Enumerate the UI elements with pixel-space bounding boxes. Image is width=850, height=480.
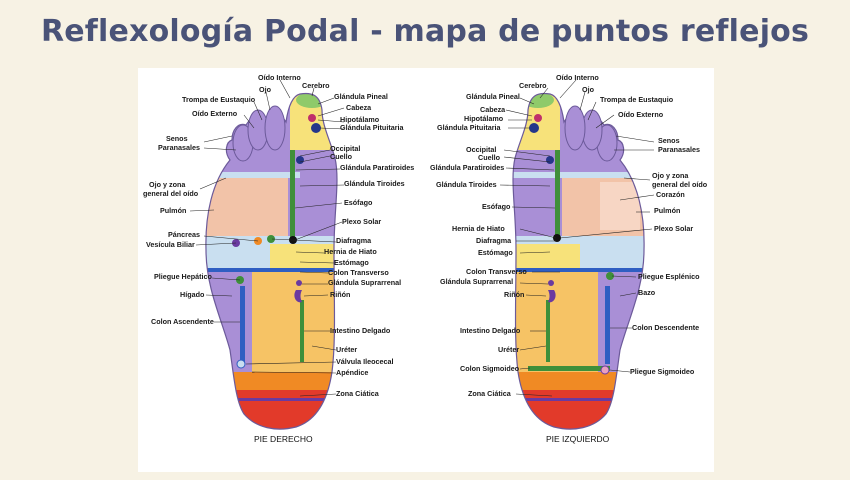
label-oido-interno-left: Oído Interno (556, 73, 599, 82)
label-tiroides-left: Glándula Tiroides (436, 180, 497, 189)
label-esofago-left: Esófago (482, 202, 511, 211)
label-colon-transverso: Colon Transverso (328, 268, 389, 277)
label-rinon: Riñón (330, 290, 350, 299)
label-paratiroides-left: Glándula Paratiroides (430, 163, 504, 172)
caption-pie-derecho: PIE DERECHO (254, 434, 313, 444)
label-diafragma-left: Diafragma (476, 236, 512, 245)
label-bazo: Bazo (638, 288, 656, 297)
label-zona-ciatica: Zona Ciática (336, 389, 380, 398)
label-rinon-left: Riñón (504, 290, 524, 299)
label-trompa-eustaquio: Trompa de Eustaquio (182, 95, 256, 104)
label-diafragma: Diafragma (336, 236, 372, 245)
label-valvula-ileocecal: Válvula Ileocecal (336, 357, 394, 366)
label-general-oido-left: general del oído (652, 180, 708, 189)
label-pliegue-sigmoideo: Pliegue Sigmoideo (630, 367, 695, 376)
label-senos: Senos (166, 134, 188, 143)
label-suprarrenal-left: Glándula Suprarrenal (440, 277, 513, 286)
label-ureter: Uréter (336, 345, 357, 354)
label-hernia-hiato: Hernia de Hiato (324, 247, 377, 256)
label-cuello: Cuello (330, 152, 353, 161)
label-occipital-left: Occipital (466, 145, 496, 154)
label-occipital: Occipital (330, 144, 360, 153)
label-senos-left: Senos (658, 136, 680, 145)
label-glandula-tiroides: Glándula Tiroides (344, 179, 405, 188)
label-ojo-left: Ojo (582, 85, 595, 94)
label-cerebro: Cerebro (302, 81, 330, 90)
label-apendice: Apéndice (336, 368, 368, 377)
label-ureter-left: Uréter (498, 345, 519, 354)
right-foot-labels: Oído Interno Cerebro Ojo Glándula Pineal… (143, 73, 414, 444)
label-glandula-pineal-left: Glándula Pineal (466, 92, 520, 101)
label-cuello-left: Cuello (478, 153, 501, 162)
label-glandula-paratiroides: Glándula Paratiroides (340, 163, 414, 172)
label-hernia-left: Hernia de Hiato (452, 224, 505, 233)
label-hipotalamo-left: Hipotálamo (464, 114, 504, 123)
label-glandula-pituitaria: Glándula Pituitaria (340, 123, 405, 132)
right-foot (205, 92, 338, 430)
label-ojo-zona: Ojo y zona (149, 180, 186, 189)
label-estomago: Estómago (334, 258, 369, 267)
label-oido-interno: Oído Interno (258, 73, 301, 82)
label-estomago-left: Estómago (478, 248, 513, 257)
page-title: Reflexología Podal - mapa de puntos refl… (40, 14, 810, 49)
label-colon-transverso-left: Colon Transverso (466, 267, 527, 276)
label-pancreas: Páncreas (168, 230, 200, 239)
label-oido-externo-left: Oído Externo (618, 110, 664, 119)
left-foot-labels: Cerebro Oído Interno Ojo Glándula Pineal… (430, 73, 708, 444)
label-esofago: Esófago (344, 198, 373, 207)
label-trompa-left: Trompa de Eustaquio (600, 95, 674, 104)
label-ojo-zona-left: Ojo y zona (652, 171, 689, 180)
label-higado: Hígado (180, 290, 205, 299)
left-foot (512, 92, 645, 430)
label-cabeza-left: Cabeza (480, 105, 506, 114)
label-plexo-solar: Plexo Solar (342, 217, 381, 226)
label-colon-sigmoideo: Colon Sigmoideo (460, 364, 520, 373)
label-glandula-pineal: Glándula Pineal (334, 92, 388, 101)
label-pliegue-hepatico: Pliegue Hepático (154, 272, 213, 281)
label-pulmon-left: Pulmón (654, 206, 680, 215)
label-plexo-solar-left: Plexo Solar (654, 224, 693, 233)
label-cabeza: Cabeza (346, 103, 372, 112)
label-corazon-left: Corazón (656, 190, 685, 199)
label-colon-ascendente: Colon Ascendente (151, 317, 214, 326)
label-vesicula-biliar: Vesícula Biliar (146, 240, 195, 249)
label-glandula-suprarrenal: Glándula Suprarrenal (328, 278, 401, 287)
label-pituitaria-left: Glándula Pituitaria (437, 123, 502, 132)
label-colon-descendente: Colon Descendente (632, 323, 699, 332)
label-pliegue-esplenico: Pliegue Esplénico (638, 272, 700, 281)
label-paranasales-left: Paranasales (658, 145, 700, 154)
caption-pie-izquierdo: PIE IZQUIERDO (546, 434, 610, 444)
label-hipotalamo: Hipotálamo (340, 115, 380, 124)
label-paranasales: Paranasales (158, 143, 200, 152)
label-oido-externo: Oído Externo (192, 109, 238, 118)
label-cerebro-left: Cerebro (519, 81, 547, 90)
label-zona-ciatica-left: Zona Ciática (468, 389, 512, 398)
label-pulmon: Pulmón (160, 206, 186, 215)
label-ojo: Ojo (259, 85, 272, 94)
leader-lines (189, 79, 655, 397)
label-intestino-delgado: Intestino Delgado (330, 326, 391, 335)
label-general-oido: general del oído (143, 189, 199, 198)
label-intestino-left: Intestino Delgado (460, 326, 521, 335)
